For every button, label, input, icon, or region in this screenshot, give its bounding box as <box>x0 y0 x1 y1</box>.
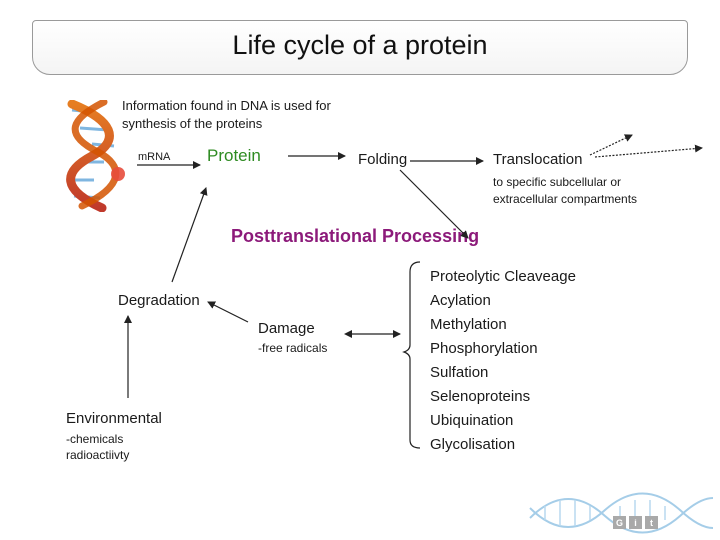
logo-letter: G <box>616 518 623 528</box>
dna-logo: G i t <box>529 492 714 534</box>
degradation-label: Degradation <box>118 292 200 309</box>
arrow-folding-ptp <box>399 169 469 239</box>
modification-item: Ubiquination <box>430 412 514 429</box>
arrow-translocation-right <box>594 144 703 158</box>
modification-item: Methylation <box>430 316 507 333</box>
modification-item: Sulfation <box>430 364 489 381</box>
modification-item: Phosphorylation <box>430 340 538 357</box>
damage-label: Damage <box>258 320 315 337</box>
mrna-label: mRNA <box>138 151 171 163</box>
translocation-label: Translocation <box>493 151 583 168</box>
env-note-radioactivity: radioactiivty <box>66 448 130 462</box>
logo-letter: i <box>634 518 637 528</box>
env-note-chemicals: -chemicals <box>66 432 124 446</box>
arrow-translocation-up <box>589 134 633 156</box>
arrow-damage-degradation <box>207 301 249 323</box>
modification-item: Glycolisation <box>430 436 516 453</box>
modification-item: Proteolytic Cleaveage <box>430 268 576 285</box>
modification-brace <box>402 261 421 449</box>
damage-note: -free radicals <box>258 341 328 355</box>
arrow-degradation-protein <box>171 187 208 283</box>
dna-info-text: Information found in DNA is used for syn… <box>122 98 331 131</box>
folding-label: Folding <box>358 151 408 168</box>
environmental-label: Environmental <box>66 410 162 427</box>
title-bar <box>32 20 688 75</box>
protein-label: Protein <box>207 146 261 165</box>
modification-item: Acylation <box>430 292 491 309</box>
modification-item: Selenoproteins <box>430 388 531 405</box>
logo-letter: t <box>650 518 653 528</box>
ptp-heading: Posttranslational Processing <box>231 226 480 246</box>
page-title: Life cycle of a protein <box>232 30 488 60</box>
translocation-note: to specific subcellular or extracellular… <box>493 175 638 206</box>
modification-list: Proteolytic Cleaveage Acylation Methylat… <box>430 265 576 457</box>
dna-helix-image <box>66 100 125 212</box>
